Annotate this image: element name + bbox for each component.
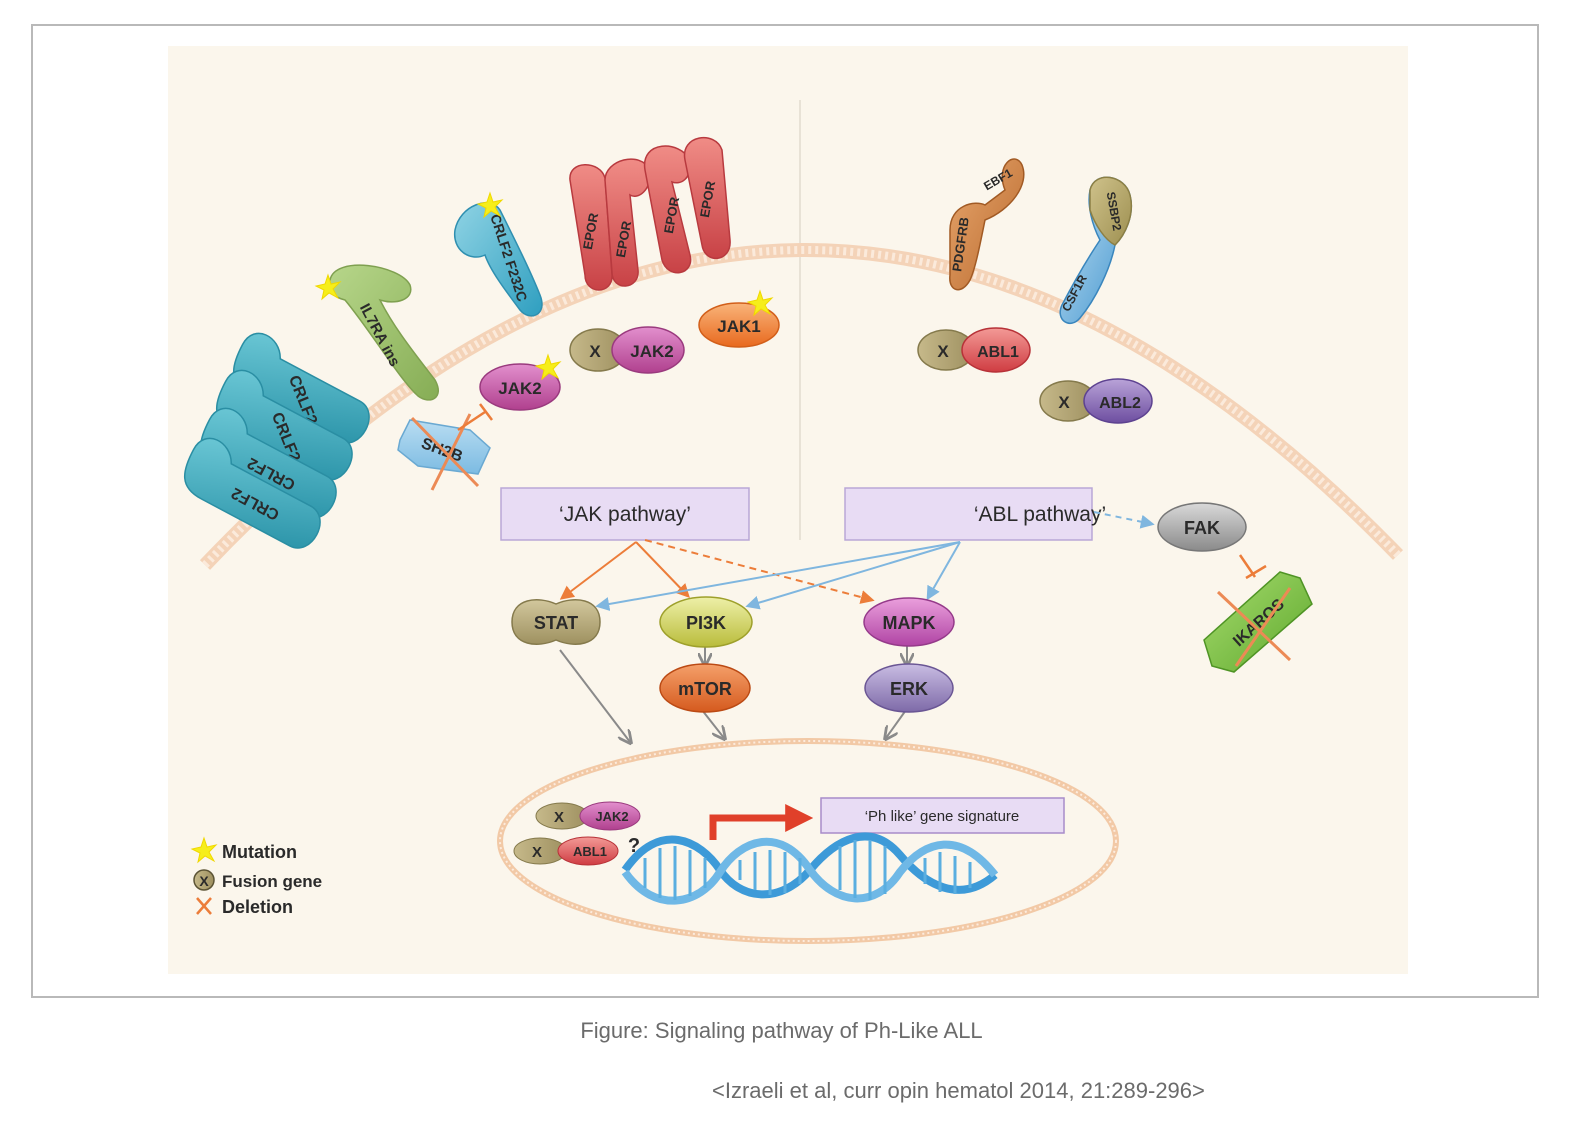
x-abl2-fusion-x: X (1058, 393, 1070, 412)
ph-like-signaling-diagram: CRLF2 CRLF2 CRLF2 CRLF2 IL7RA ins CRLF2 … (168, 46, 1408, 974)
epor-label-1: EPOR (580, 211, 601, 250)
jak-pathway-box: ‘JAK pathway’ (500, 487, 750, 541)
nucleus-x-abl1-label: ABL1 (573, 844, 607, 859)
gene-signature-label: ‘Ph like’ gene signature (865, 808, 1020, 825)
nucleus-membrane-inner (499, 740, 1117, 942)
jak1-label: JAK1 (717, 317, 760, 336)
figure-caption: Figure: Signaling pathway of Ph-Like ALL (0, 1018, 1583, 1044)
x-jak2-fusion-label: JAK2 (630, 342, 673, 361)
epor-label-2: EPOR (613, 219, 634, 258)
transcription-start-arrow (709, 804, 814, 840)
figure-caption-text: Figure: Signaling pathway of Ph-Like ALL (580, 1018, 983, 1043)
legend-fusion-label: Fusion gene (222, 872, 322, 891)
x-abl2-fusion: X ABL2 (1039, 378, 1153, 424)
stat-effector: STAT (511, 599, 601, 645)
csf1r-ssbp2-fusion-receptor: SSBP2 CSF1R (1059, 176, 1132, 324)
sh2b-deletion-cross-1 (410, 416, 480, 488)
nucleus-x-jak2-label: JAK2 (595, 809, 628, 824)
erk-effector: ERK (864, 663, 954, 713)
epor-label-3: EPOR (661, 195, 682, 234)
mtor-to-nucleus-arrow (701, 709, 724, 738)
fak-kinase: FAK (1157, 502, 1247, 552)
sh2b-inhibition-bar (457, 403, 493, 432)
ikaros-deletion-cross-1 (1216, 590, 1292, 662)
mtor-effector: mTOR (659, 663, 751, 713)
pi3k-label: PI3K (686, 613, 726, 633)
mapk-effector: MAPK (863, 597, 955, 647)
ikaros-inhibition-bar (1238, 554, 1267, 580)
erk-to-nucleus-arrow (886, 709, 907, 738)
x-abl1-fusion: X ABL1 (917, 327, 1031, 373)
nucleus-x-abl1-fusion: X ABL1 (513, 836, 619, 866)
ikaros-deletion-cross-2 (1234, 587, 1292, 667)
jak-pathway-label: ‘JAK pathway’ (559, 503, 691, 526)
x-jak2-fusion: X JAK2 (569, 326, 685, 374)
abl-to-mapk-arrow (926, 541, 961, 601)
ssbp2-label: SSBP2 (1104, 191, 1125, 233)
mapk-label: MAPK (883, 613, 936, 633)
x-abl1-fusion-x: X (937, 342, 949, 361)
legend: Mutation X Fusion gene Deletion (191, 837, 322, 917)
crlf2-receptor-stack: CRLF2 CRLF2 CRLF2 CRLF2 (183, 332, 370, 549)
mtor-label: mTOR (678, 679, 732, 699)
jak2-kinase: JAK2 (479, 354, 561, 411)
x-jak2-fusion-x: X (589, 342, 601, 361)
sh2b-regulator: SH2B (397, 403, 493, 491)
jak-to-mapk-arrow (644, 539, 875, 604)
dna-helix (621, 832, 999, 905)
abl-to-pi3k-arrow (745, 541, 961, 610)
jak-to-stat-arrow (559, 541, 637, 600)
legend-fusion-icon (193, 869, 215, 891)
nucleus-x-jak2-x: X (554, 809, 564, 826)
pi3k-effector: PI3K (659, 596, 753, 648)
stat-label: STAT (534, 613, 578, 633)
abl-pathway-label: ‘ABL pathway’ (974, 503, 1106, 526)
legend-deletion-label: Deletion (222, 897, 293, 917)
cell-membrane-inner (202, 246, 1401, 568)
abl-pathway-box: ‘ABL pathway’ (844, 487, 1106, 541)
jak-to-pi3k-arrow (635, 541, 690, 599)
epor-label-4: EPOR (697, 179, 718, 218)
pathway-arrows (559, 539, 961, 742)
legend-mutation-label: Mutation (222, 842, 297, 862)
erk-label: ERK (890, 679, 928, 699)
figure-citation: <Izraeli et al, curr opin hematol 2014, … (712, 1078, 1205, 1103)
epor-receptor-cluster: EPOR EPOR EPOR EPOR (569, 136, 731, 291)
nucleus-x-abl1-x: X (532, 844, 542, 861)
legend-deletion-icon-b (196, 897, 212, 915)
x-abl1-fusion-label: ABL1 (977, 344, 1019, 361)
jak1-kinase: JAK1 (698, 290, 780, 348)
nucleus-x-jak2-fusion: X JAK2 (535, 801, 641, 831)
legend-fusion-symbol: X (199, 873, 209, 889)
gene-signature-box: ‘Ph like’ gene signature (820, 797, 1065, 834)
jak2-label: JAK2 (498, 379, 541, 398)
abl-to-fak-arrow (1093, 511, 1155, 529)
abl-to-stat-arrow (595, 541, 961, 611)
fak-label: FAK (1184, 518, 1220, 538)
stat-to-nucleus-arrow (559, 649, 630, 742)
x-abl2-fusion-label: ABL2 (1099, 395, 1141, 412)
